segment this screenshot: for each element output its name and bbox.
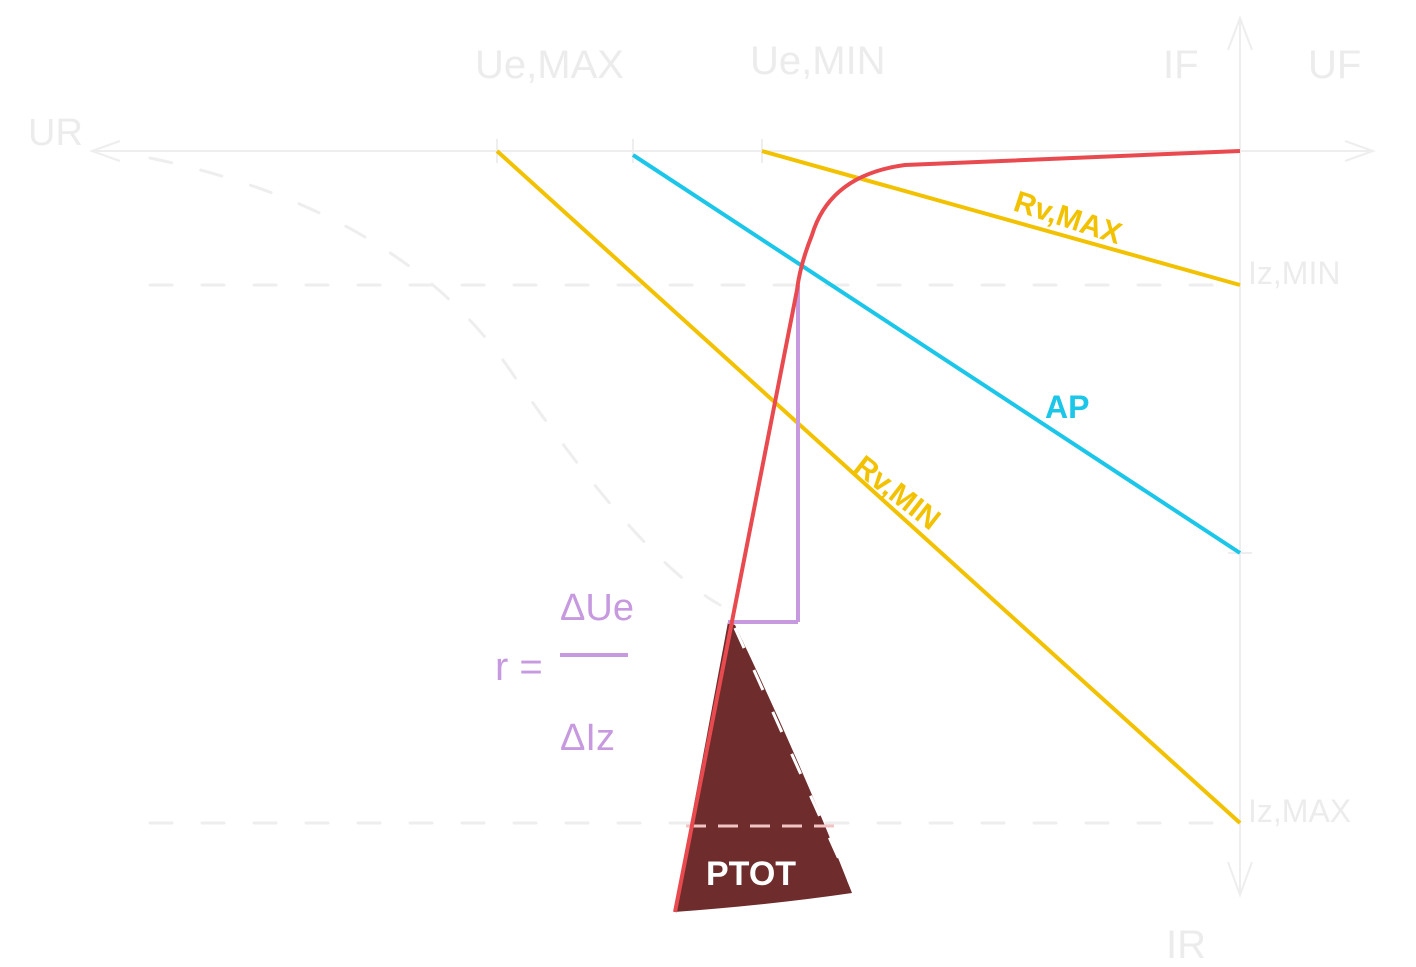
iz-min-label: Iz,MIN: [1248, 255, 1340, 291]
zener-curve: [673, 149, 1241, 913]
delta-iz-label: ΔIz: [560, 717, 615, 759]
rv-max-line: [761, 149, 1241, 287]
ap-label: AP: [1045, 389, 1089, 425]
if-arrow-icon: [1227, 15, 1253, 51]
ptot-boundary: [733, 627, 854, 889]
labels: UR UF IF IR Ue,MAX Ue,MIN Iz,MIN Iz,MAX: [28, 39, 1361, 967]
rv-max-label: Rv,MAX: [1010, 185, 1126, 251]
ap-line: [631, 153, 1242, 555]
axes: [89, 15, 1376, 898]
ue-min-label: Ue,MIN: [750, 39, 886, 83]
rv-min-line: [495, 149, 1242, 825]
if-label: IF: [1163, 43, 1199, 87]
ir-label: IR: [1166, 923, 1206, 967]
guides: [148, 156, 1232, 825]
uf-label: UF: [1308, 43, 1361, 87]
delta-ue-label: ΔUe: [560, 587, 634, 629]
ptot-hyperbola: [148, 156, 722, 607]
slope-triangle: [728, 285, 800, 624]
ir-arrow-icon: [1227, 861, 1253, 898]
iz-max-label: Iz,MAX: [1248, 793, 1351, 829]
uf-arrow-icon: [1344, 140, 1376, 162]
rv-min-label: Rv,MIN: [848, 450, 947, 537]
ur-arrow-icon: [89, 140, 121, 162]
ue-max-label: Ue,MAX: [475, 43, 624, 87]
r-label: r =: [495, 645, 543, 689]
ptot-label: PTOT: [706, 855, 796, 893]
ur-label: UR: [28, 112, 83, 154]
